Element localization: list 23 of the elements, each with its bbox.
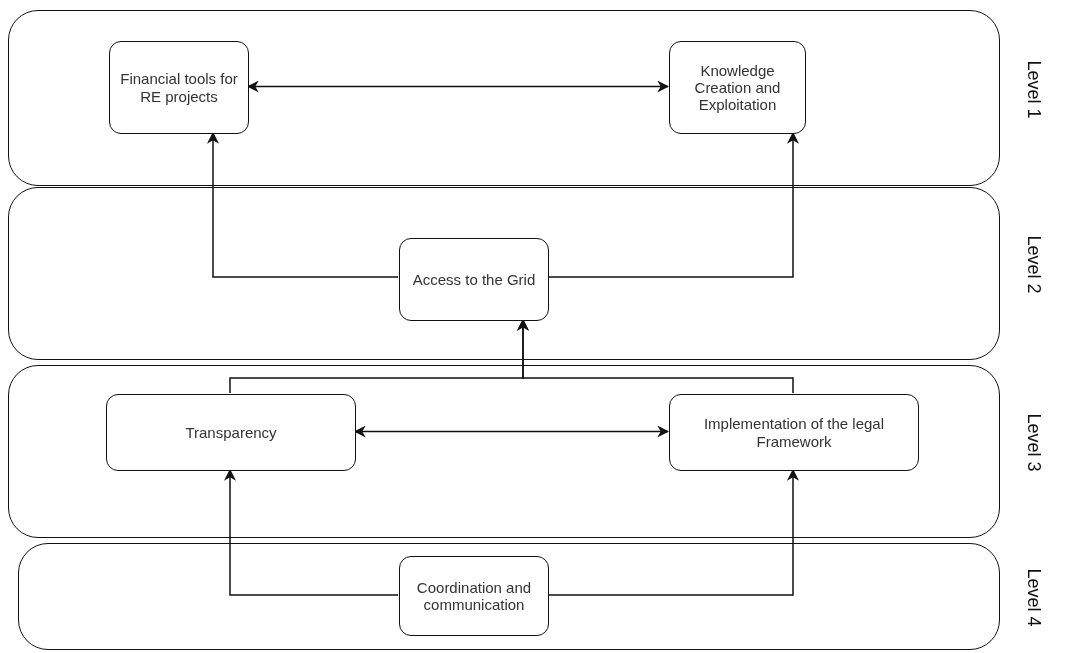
process-box (399, 238, 549, 321)
level-label: Level 1 (1022, 60, 1044, 118)
arrow (547, 131, 799, 278)
level-label: Level 2 (1022, 235, 1044, 294)
arrow (224, 468, 399, 596)
arrow (207, 131, 399, 278)
box-label: Knowledge Creation and Exploitation (693, 61, 782, 114)
arrow (517, 318, 794, 394)
process-box (109, 41, 249, 134)
box-label: Access to the Grid (412, 270, 536, 289)
box-label: Transparency (185, 423, 277, 442)
process-box (106, 394, 356, 471)
level-label: Level 3 (1022, 413, 1044, 472)
process-box (669, 394, 919, 471)
arrow (353, 425, 670, 438)
box-label: Coordination and communication (415, 578, 533, 614)
arrow (547, 468, 799, 596)
box-label: Financial tools for RE projects (119, 70, 239, 105)
process-box (669, 41, 806, 134)
box-label: Implementation of the legal Framework (702, 415, 886, 450)
level-label: Level 4 (1022, 568, 1044, 627)
process-box (399, 556, 549, 636)
arrow (246, 80, 670, 93)
